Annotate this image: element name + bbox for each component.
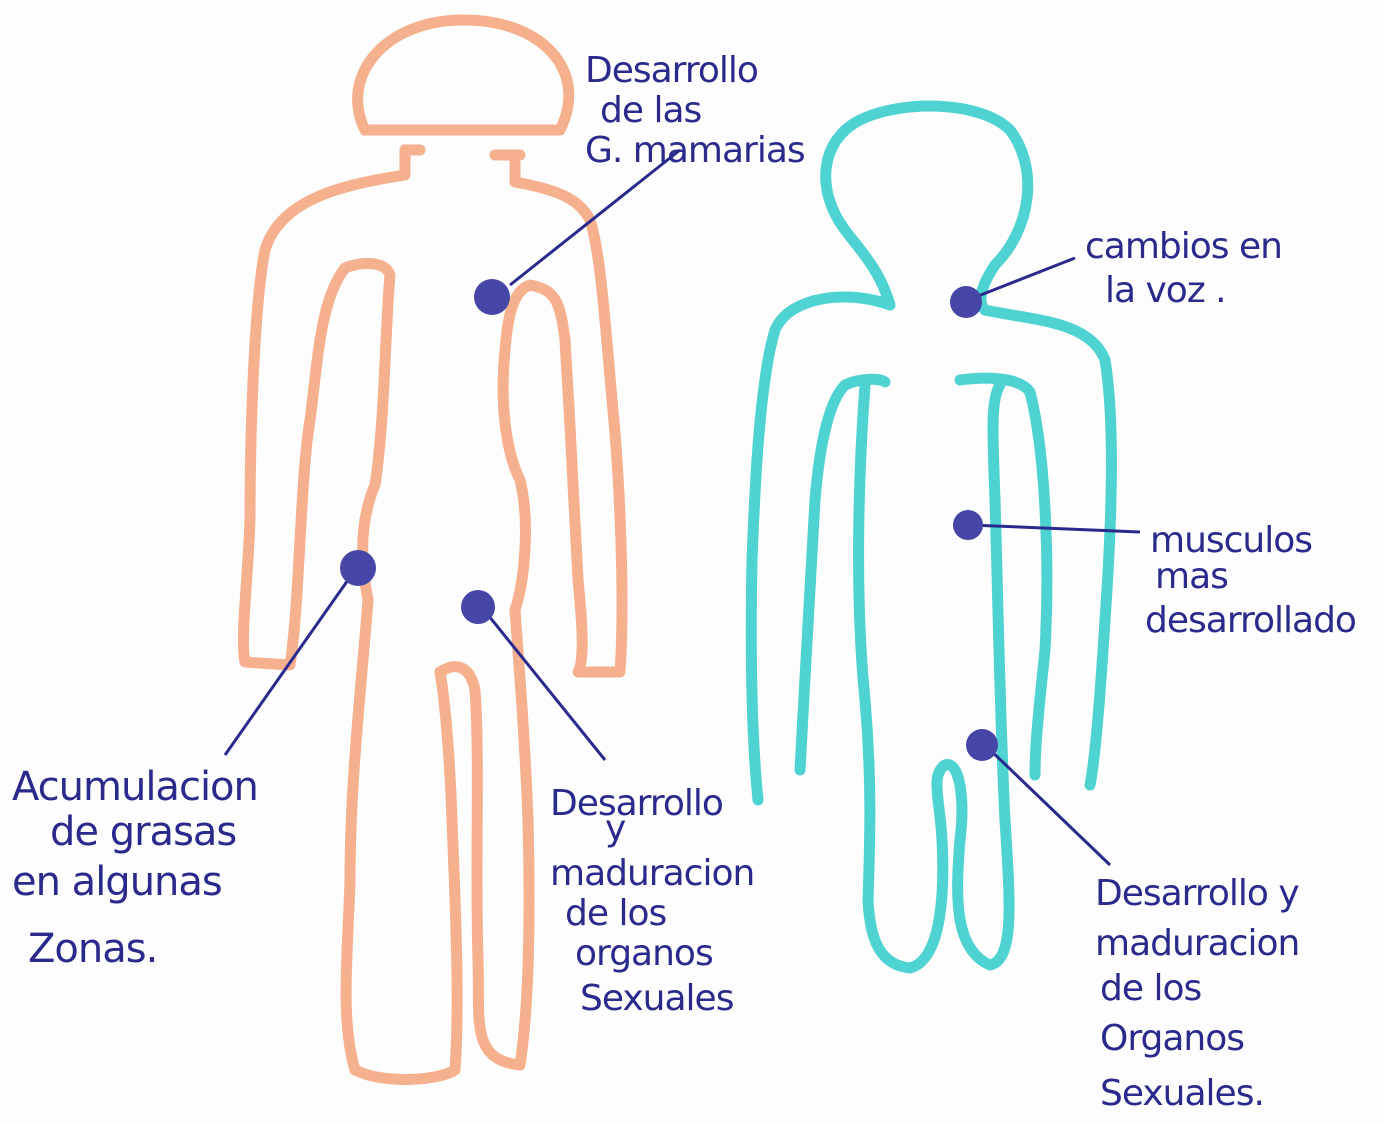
label-breasts: Desarrollo de las G. mamarias — [585, 50, 805, 171]
marker-fat — [340, 550, 376, 586]
marker-muscles — [953, 510, 983, 540]
marker-breasts — [474, 279, 510, 315]
label-fat-accumulation: Acumulacion de grasas en algunas Zonas. — [12, 764, 270, 972]
male-body-outline — [751, 106, 1111, 968]
label-female-organs: Desarrollo y maduracion de los organos S… — [550, 783, 765, 1019]
marker-female-organs — [461, 590, 495, 624]
marker-male-organs — [966, 729, 998, 761]
label-muscles: musculos mas desarrollado — [1145, 520, 1356, 641]
label-voice-changes: cambios en la voz . — [1085, 226, 1292, 311]
marker-voice — [950, 286, 982, 318]
label-male-organs: Desarrollo y maduracion de los Organos S… — [1095, 873, 1310, 1114]
